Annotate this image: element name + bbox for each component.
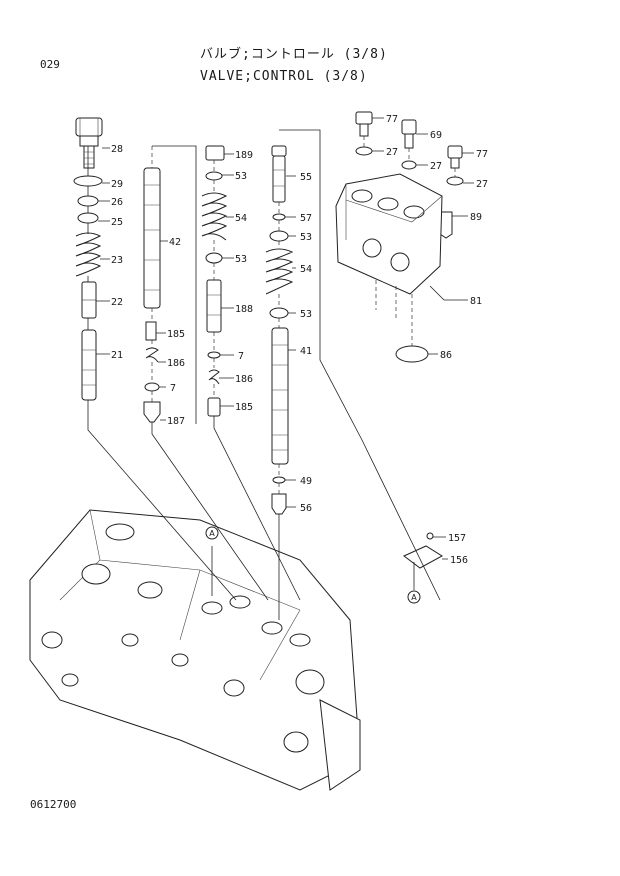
label-54b: 54	[300, 264, 312, 275]
callout-a-lower: A	[407, 590, 421, 604]
o-ring-27b	[401, 160, 417, 170]
label-185: 185	[167, 329, 185, 340]
part-185	[145, 321, 157, 341]
label-49: 49	[300, 476, 312, 487]
spool-188	[206, 279, 222, 333]
label-69: 69	[430, 130, 442, 141]
ring-25	[77, 212, 99, 224]
bracket-assembly	[403, 532, 443, 590]
label-27c: 27	[476, 179, 488, 190]
plug-187	[143, 401, 161, 423]
part-column-3	[201, 145, 228, 417]
o-ring-29	[73, 175, 103, 187]
svg-text:A: A	[209, 529, 215, 538]
label-77b: 77	[476, 149, 488, 160]
label-81: 81	[470, 296, 482, 307]
label-53-upper: 53	[235, 171, 247, 182]
o-ring-7	[144, 382, 160, 392]
svg-text:A: A	[411, 593, 417, 602]
label-188: 188	[235, 304, 253, 315]
part-185b	[207, 397, 221, 417]
page-number: 029	[40, 58, 60, 71]
label-86: 86	[440, 350, 452, 361]
spring-54b	[265, 248, 294, 295]
label-29: 29	[111, 179, 123, 190]
label-189: 189	[235, 150, 253, 161]
label-7: 7	[170, 383, 176, 394]
part-column-2	[143, 146, 161, 423]
cap-189	[205, 145, 225, 161]
valve-69	[401, 119, 417, 135]
label-7b: 7	[238, 351, 244, 362]
label-21: 21	[111, 350, 123, 361]
drawing-number: 0612700	[30, 798, 77, 811]
plate-156	[403, 545, 443, 569]
label-53-lower: 53	[235, 254, 247, 265]
part-column-4	[265, 145, 294, 515]
label-28: 28	[111, 144, 123, 155]
label-53d: 53	[300, 309, 312, 320]
spring-186b	[208, 369, 220, 385]
spring-23	[75, 232, 102, 277]
seat-53	[205, 171, 223, 181]
plug-77b	[447, 145, 463, 159]
label-156: 156	[450, 555, 468, 566]
label-25: 25	[111, 217, 123, 228]
label-42: 42	[169, 237, 181, 248]
page-title-english: VALVE;CONTROL (3/8)	[200, 69, 368, 84]
spool-42	[143, 167, 161, 309]
o-ring-7b	[207, 351, 221, 359]
label-89: 89	[470, 212, 482, 223]
o-ring-27a	[355, 146, 373, 156]
part-number-labels: 28 29 26 25 23 22 21 42 185 186 7 187 18…	[111, 114, 488, 566]
label-77a: 77	[386, 114, 398, 125]
spring-186	[145, 347, 159, 363]
o-ring-27c	[446, 176, 464, 186]
label-53c: 53	[300, 232, 312, 243]
label-187: 187	[167, 416, 185, 427]
label-55: 55	[300, 172, 312, 183]
seat-53d	[269, 307, 289, 319]
spool-22	[81, 281, 97, 319]
cover-block-81	[335, 173, 443, 295]
ring-26	[77, 195, 99, 207]
label-22: 22	[111, 297, 123, 308]
label-185b: 185	[235, 402, 253, 413]
cover-assembly	[335, 111, 464, 363]
assembly-guide-lines	[87, 129, 441, 620]
label-57: 57	[300, 213, 312, 224]
seat-53b	[205, 252, 223, 264]
label-54: 54	[235, 213, 247, 224]
label-56: 56	[300, 503, 312, 514]
label-26: 26	[111, 197, 123, 208]
label-186: 186	[167, 358, 185, 369]
part-column-1	[73, 117, 103, 401]
o-ring-49	[272, 476, 286, 484]
spring-54	[201, 192, 228, 241]
plug-28	[75, 117, 103, 169]
label-27a: 27	[386, 147, 398, 158]
plug-55	[271, 145, 287, 203]
label-27b: 27	[430, 161, 442, 172]
leader-lines	[96, 117, 474, 560]
spool-21	[81, 329, 97, 401]
plug-77a	[355, 111, 373, 125]
label-23: 23	[111, 255, 123, 266]
o-ring-57	[272, 213, 286, 221]
page-title-japanese: バルブ;コントロール (3/8)	[200, 47, 388, 62]
label-41: 41	[300, 346, 312, 357]
label-186b: 186	[235, 374, 253, 385]
o-ring-86	[395, 345, 429, 363]
bolt-157	[426, 532, 434, 540]
spool-41	[271, 327, 289, 465]
label-157: 157	[448, 533, 466, 544]
plug-56	[271, 493, 287, 515]
seat-53c	[269, 230, 289, 242]
callout-a-upper: A	[205, 526, 219, 540]
control-valve-body	[29, 509, 361, 791]
